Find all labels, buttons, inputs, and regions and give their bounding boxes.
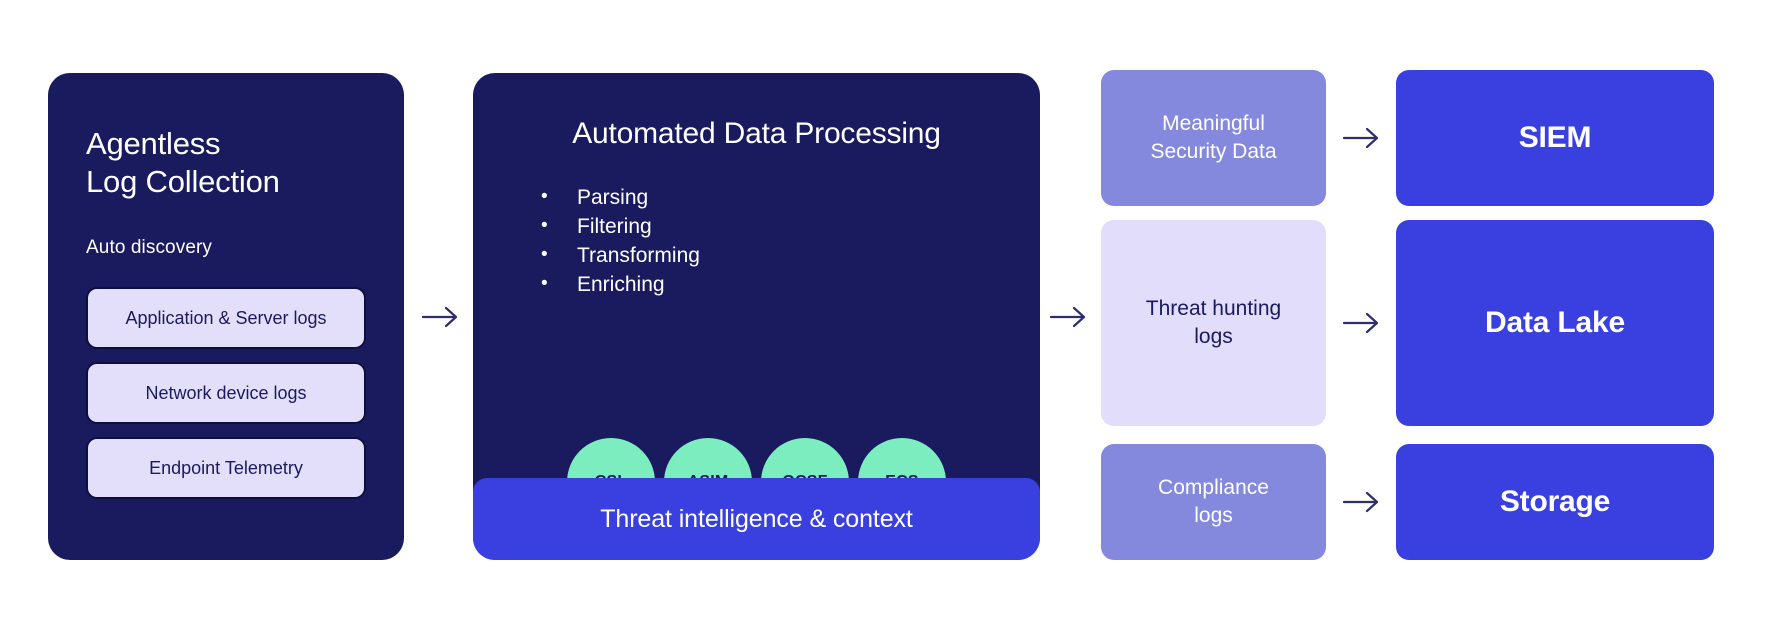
arrow-right-icon-to-storage bbox=[1340, 487, 1384, 517]
collection-subtitle: Auto discovery bbox=[86, 237, 213, 258]
processing-title: Automated Data Processing bbox=[572, 117, 941, 150]
destination-box-siem: SIEM bbox=[1396, 70, 1714, 206]
processing-step-filtering: Filtering bbox=[541, 211, 1040, 241]
log-source-list: Application & Server logs Network device… bbox=[86, 287, 366, 499]
collection-title: Agentless Log Collection bbox=[86, 126, 280, 199]
output-box-compliance-logs: Compliance logs bbox=[1101, 444, 1326, 560]
log-source-item-network-device[interactable]: Network device logs bbox=[86, 362, 366, 424]
log-source-item-application-server[interactable]: Application & Server logs bbox=[86, 287, 366, 349]
automated-data-processing-card: Automated Data Processing Parsing Filter… bbox=[473, 73, 1040, 560]
processing-step-list: Parsing Filtering Transforming Enriching bbox=[541, 182, 1040, 299]
output-box-threat-hunting-logs: Threat hunting logs bbox=[1101, 220, 1326, 426]
arrow-right-icon-to-data-lake bbox=[1340, 308, 1384, 338]
processing-step-transforming: Transforming bbox=[541, 240, 1040, 270]
output-box-meaningful-security-data: Meaningful Security Data bbox=[1101, 70, 1326, 206]
log-source-item-endpoint-telemetry[interactable]: Endpoint Telemetry bbox=[86, 437, 366, 499]
agentless-log-collection-card: Agentless Log Collection Auto discovery … bbox=[48, 73, 404, 560]
processing-step-enriching: Enriching bbox=[541, 269, 1040, 299]
arrow-right-icon-collection-to-processing bbox=[419, 302, 463, 332]
destination-box-data-lake: Data Lake bbox=[1396, 220, 1714, 426]
destination-box-storage: Storage bbox=[1396, 444, 1714, 560]
processing-step-parsing: Parsing bbox=[541, 182, 1040, 212]
arrow-right-icon-to-siem bbox=[1340, 123, 1384, 153]
threat-intelligence-context-bar: Threat intelligence & context bbox=[473, 478, 1040, 560]
arrow-right-icon-processing-to-outputs bbox=[1047, 302, 1091, 332]
